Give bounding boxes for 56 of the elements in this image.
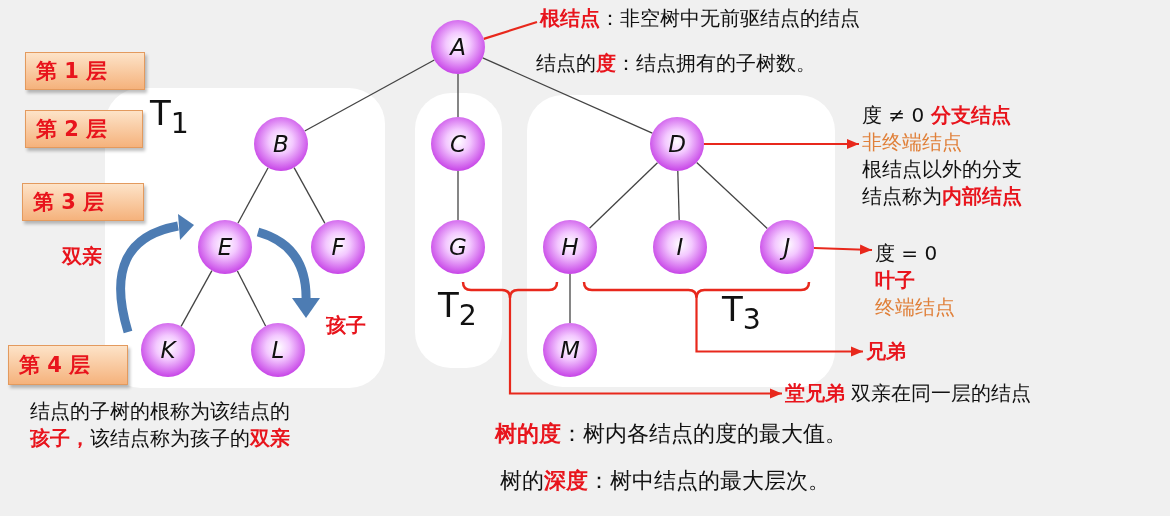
tree-node-circle: I	[653, 220, 707, 274]
tree-node-circle: G	[431, 220, 485, 274]
tree-node-circle: K	[141, 323, 195, 377]
connector-line	[457, 73, 459, 118]
subtree-label: T$_{3}$	[722, 292, 761, 335]
connector-line	[696, 161, 768, 230]
annotation-text: 根结点：非空树中无前驱结点的结点	[540, 5, 980, 32]
note-text: 结点的度：结点拥有的子树数。	[536, 50, 817, 77]
arrow	[695, 298, 863, 357]
tree-node-circle: C	[431, 117, 485, 171]
connector-line	[304, 59, 435, 132]
level-tag: 第 4 层	[8, 345, 128, 385]
connector-line	[569, 273, 571, 324]
annotation-text: 堂兄弟 双亲在同一层的结点	[785, 380, 1155, 407]
connector-line	[457, 170, 459, 221]
tree-node-circle: J	[760, 220, 814, 274]
tree-node-circle: A	[431, 20, 485, 74]
connector-line	[293, 166, 326, 225]
note-text: 孩子	[326, 312, 366, 339]
tree-node-circle: E	[198, 220, 252, 274]
arrow	[704, 139, 859, 149]
subtree-label: T$_{2}$	[438, 288, 477, 331]
annotation-text: 度 ≠ 0 分支结点	[862, 102, 1012, 129]
tree-node-circle: B	[254, 117, 308, 171]
annotation-text: 非终端结点	[862, 129, 963, 156]
connector-line	[482, 57, 653, 134]
annotation-text: 叶子	[875, 267, 916, 294]
subtree-panel	[105, 88, 385, 388]
annotation-text: 兄弟	[866, 338, 956, 365]
curly-bracket	[462, 282, 558, 298]
curly-bracket	[583, 282, 810, 298]
note-text: 树的深度：树中结点的最大层次。	[500, 467, 831, 495]
connector-line	[180, 269, 213, 328]
tree-node-circle: L	[251, 323, 305, 377]
connector-line	[237, 167, 269, 224]
note-text: 结点的子树的根称为该结点的孩子，该结点称为孩子的双亲	[30, 398, 291, 452]
arrow	[508, 298, 782, 399]
annotation-text: 根结点以外的分支结点称为内部结点	[862, 156, 1023, 210]
tree-node-circle: D	[650, 117, 704, 171]
subtree-label: T$_{1}$	[150, 96, 189, 139]
tree-node-circle: M	[543, 323, 597, 377]
tree-node-circle: H	[543, 220, 597, 274]
connector-line	[483, 20, 538, 40]
tree-node-circle: F	[311, 220, 365, 274]
connector-line	[588, 162, 659, 229]
connector-line	[677, 170, 680, 221]
level-tag: 第 1 层	[25, 52, 145, 90]
subtree-panel	[415, 93, 502, 368]
note-text: 双亲	[62, 243, 102, 270]
note-text: 树的度：树内各结点的度的最大值。	[495, 420, 848, 448]
level-tag: 第 2 层	[25, 110, 143, 148]
annotation-text: 度 = 0	[875, 240, 939, 267]
annotation-text: 终端结点	[875, 294, 956, 321]
arrow	[813, 244, 873, 255]
connector-line	[236, 270, 267, 327]
level-tag: 第 3 层	[22, 183, 144, 221]
